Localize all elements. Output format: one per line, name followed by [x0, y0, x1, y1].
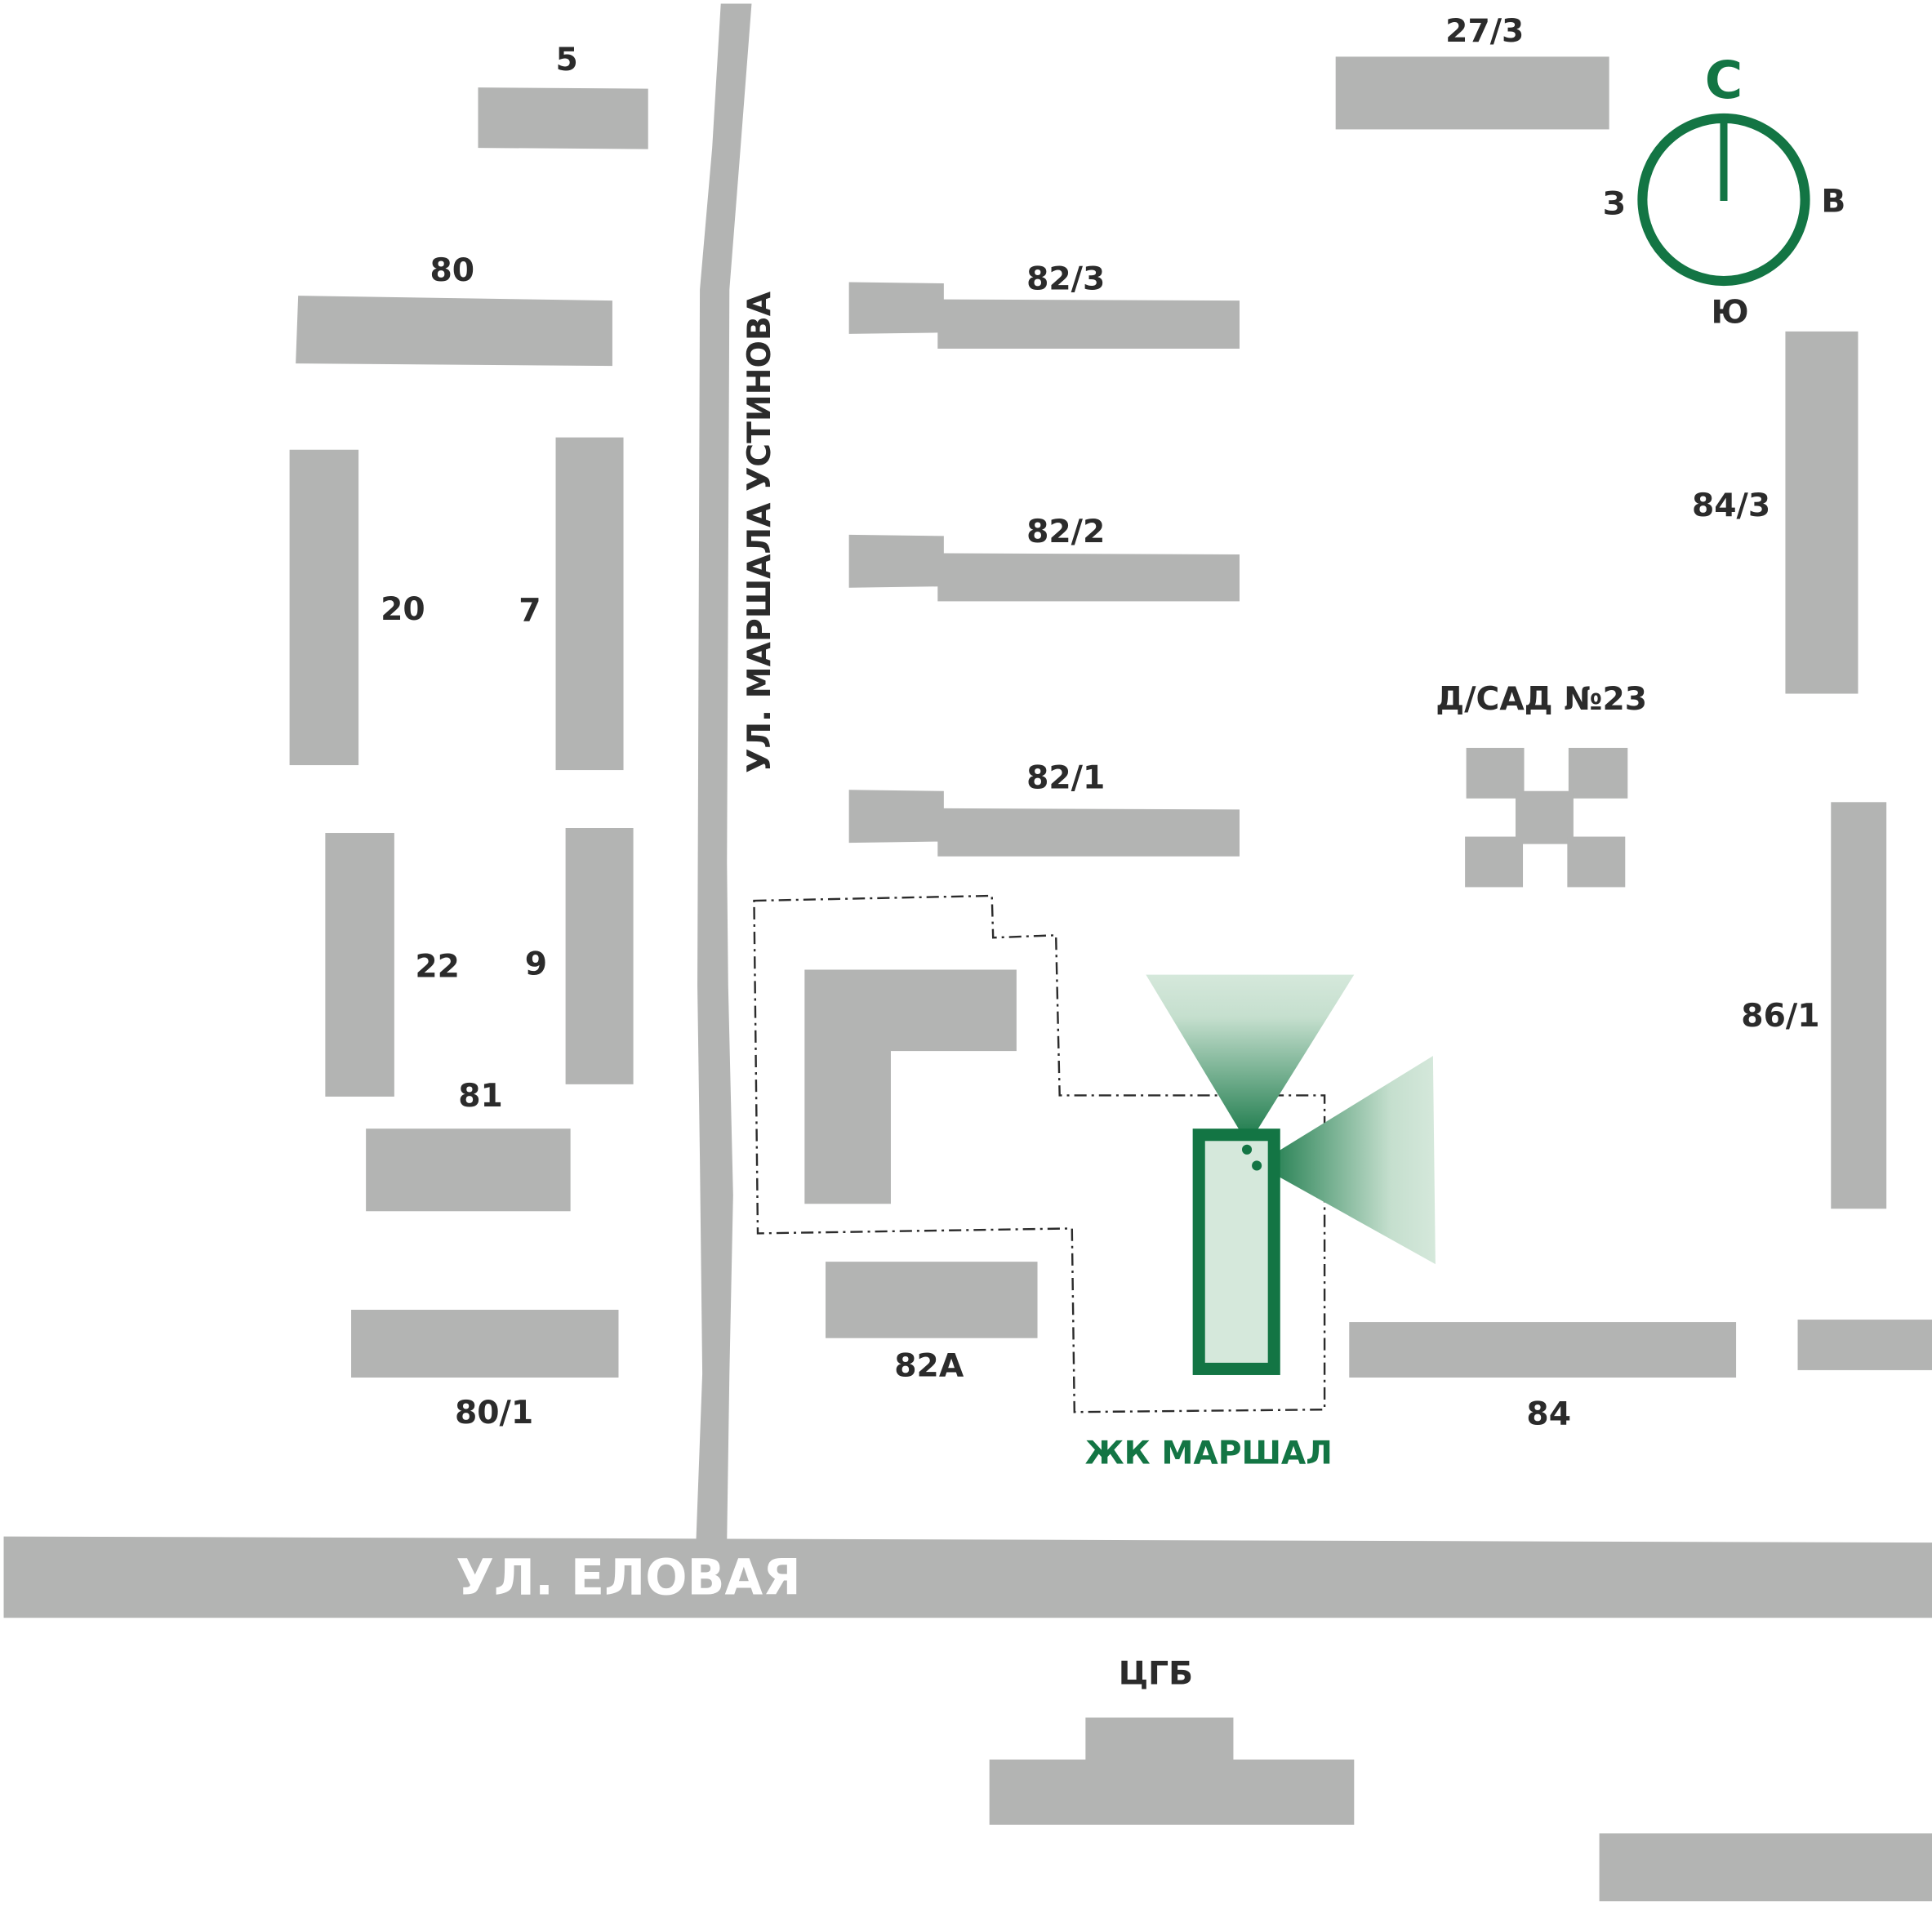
site-boundary [753, 894, 1326, 1413]
building-9 [565, 828, 634, 1084]
building-hospital [989, 1717, 1355, 1825]
view-cone-east [1257, 1056, 1436, 1265]
compass-north: С [1705, 50, 1743, 110]
building-81 [366, 1128, 571, 1212]
street-label-elovaya: УЛ. ЕЛОВАЯ [456, 1550, 800, 1607]
building-label: 7 [519, 592, 541, 629]
building-20 [289, 449, 359, 766]
building-unlabeled [1797, 1320, 1932, 1370]
building-label: 82/3 [1026, 261, 1105, 298]
building-l-shaped [804, 969, 1017, 1204]
building-80-1 [351, 1309, 619, 1378]
building-22 [325, 833, 394, 1097]
view-cone-north [1146, 974, 1355, 1145]
building-label: Д/САД №23 [1436, 681, 1647, 718]
building-86-1 [1831, 802, 1887, 1209]
viewpoint-marker [1252, 1160, 1262, 1171]
building-label: 81 [458, 1078, 503, 1115]
building-7 [555, 437, 624, 771]
building-label: 20 [381, 591, 425, 628]
project-building[interactable] [1192, 1128, 1280, 1375]
building-label: ЦГБ [1119, 1656, 1193, 1693]
building-kindergarten [1465, 747, 1628, 888]
building-84 [1349, 1322, 1737, 1378]
building-label: 82А [894, 1347, 964, 1384]
building-label: 82/2 [1026, 514, 1105, 550]
building-label: 9 [525, 946, 547, 983]
building-82-1 [848, 790, 1240, 857]
building-label: 86/1 [1741, 998, 1819, 1035]
road-ustinova [696, 3, 752, 1539]
road-elovaya [3, 1536, 1932, 1618]
building-27-3 [1335, 56, 1609, 130]
building-label: 27/3 [1445, 13, 1524, 50]
building-5 [478, 87, 648, 149]
building-label: 84/3 [1692, 487, 1770, 524]
viewpoint-marker [1242, 1144, 1253, 1155]
building-82-2 [848, 534, 1240, 602]
building-label: 82/1 [1026, 760, 1105, 797]
building-82-3 [848, 282, 1240, 349]
compass: С З В Ю [1603, 50, 1845, 331]
building-label: 22 [415, 949, 460, 986]
building-label: 80/1 [455, 1395, 533, 1431]
compass-south: Ю [1712, 294, 1749, 331]
building-label: 80 [430, 252, 474, 289]
building-unlabeled [1599, 1833, 1932, 1902]
building-label: 84 [1526, 1396, 1571, 1432]
building-82a [825, 1262, 1038, 1338]
compass-east: В [1821, 183, 1845, 220]
building-80 [296, 296, 612, 367]
building-label: 5 [555, 42, 577, 78]
compass-west: З [1603, 185, 1626, 222]
project-label: ЖК МАРШАЛ [1085, 1436, 1333, 1472]
street-label-ustinova: УЛ. МАРШАЛА УСТИНОВА [741, 291, 778, 773]
building-84-3 [1785, 331, 1859, 694]
